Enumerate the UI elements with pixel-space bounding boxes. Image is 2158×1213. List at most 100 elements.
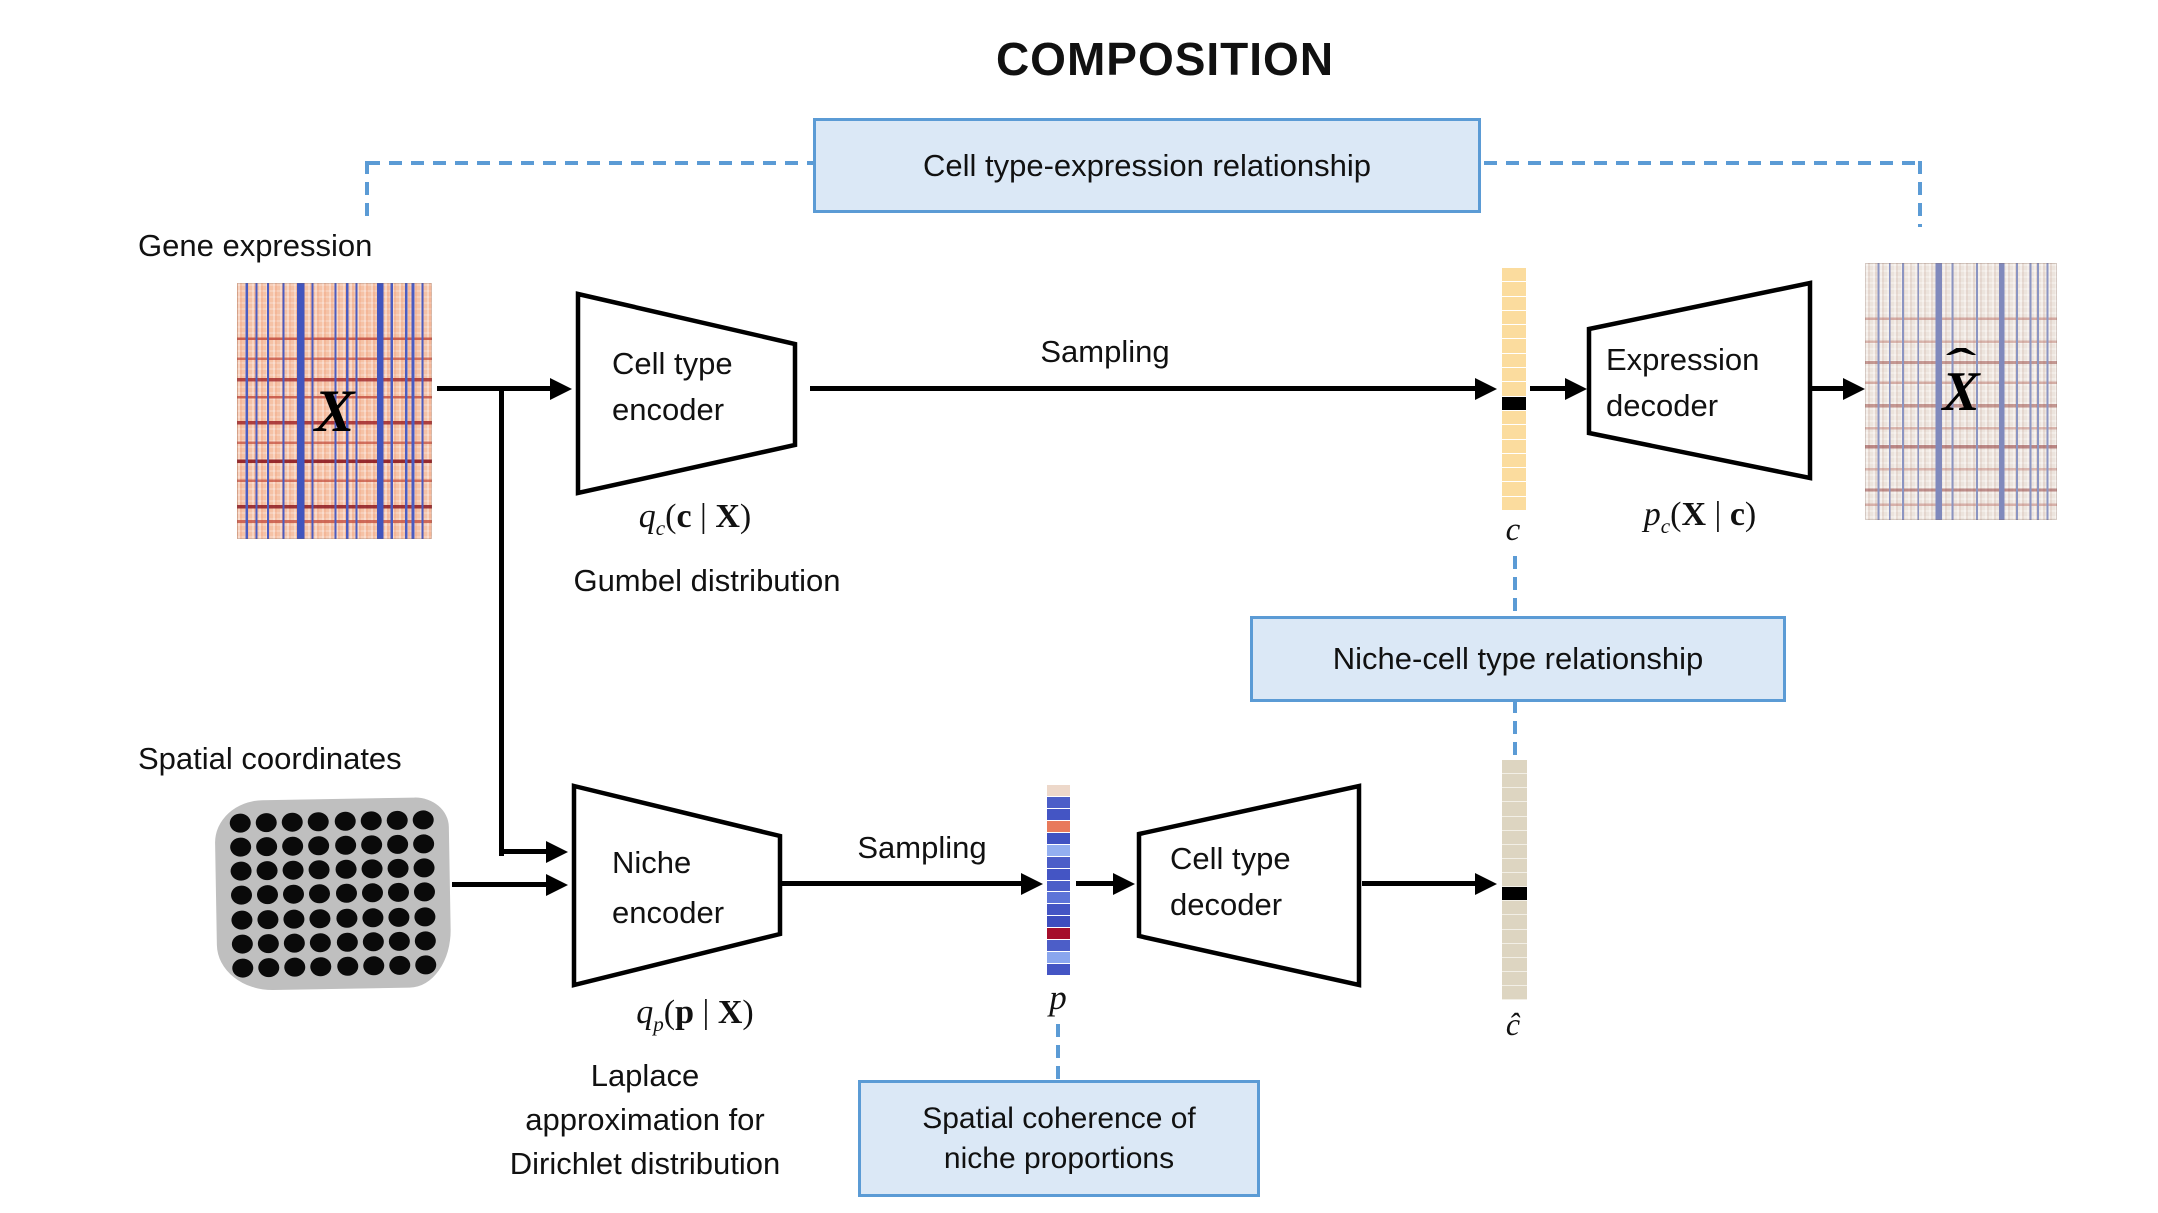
- vector-cell: [1047, 820, 1070, 832]
- vector-cell: [1502, 353, 1526, 368]
- spot-dot: [309, 884, 331, 904]
- spot-dot: [387, 883, 410, 903]
- diagram-title: COMPOSITION: [995, 33, 1335, 85]
- spot-dot: [336, 956, 359, 977]
- spot-dot: [415, 931, 437, 951]
- vector-cell: [1502, 844, 1527, 858]
- spot-dot: [413, 834, 435, 854]
- spot-dot: [388, 907, 410, 927]
- vector-cell: [1047, 880, 1070, 892]
- vector-cell: [1047, 856, 1070, 868]
- p-vector: [1047, 785, 1070, 976]
- vector-cell: [1047, 808, 1070, 820]
- laplace-approximation-label: Laplace approximation for Dirichlet dist…: [509, 1058, 781, 1181]
- spot-dot: [361, 859, 383, 879]
- spot-dot: [335, 859, 357, 880]
- vector-cell: [1502, 971, 1527, 985]
- arrow-p-to-cell-type-decoder: [1076, 881, 1114, 886]
- spot-dot: [334, 835, 356, 855]
- spot-dot: [283, 909, 305, 929]
- cell-type-encoder-label: Cell type encoder: [612, 346, 733, 427]
- spot-dot: [230, 910, 253, 930]
- spot-dot: [281, 812, 304, 832]
- spot-dot: [334, 811, 356, 831]
- vector-cell: [1047, 785, 1070, 796]
- arrow-decoder-to-xhat: [1812, 386, 1844, 391]
- vector-cell: [1502, 410, 1526, 425]
- qc-formula: qc(c | X): [638, 498, 752, 540]
- cell-type-encoder-block: [575, 291, 798, 496]
- spot-dot: [231, 958, 254, 979]
- gene-expression-heatmap: X: [237, 283, 432, 539]
- c-hat-vector: [1502, 760, 1527, 1000]
- spot-dot: [360, 810, 382, 831]
- spot-dot: [283, 933, 306, 953]
- spot-dot: [388, 931, 411, 952]
- vector-cell: [1502, 915, 1527, 929]
- vector-cell: [1502, 760, 1527, 774]
- spot-dot: [257, 958, 280, 978]
- dashed-c-to-niche-box: [1513, 556, 1517, 616]
- pc-formula: pc(X | c): [1643, 496, 1757, 538]
- vector-cell: [1502, 816, 1527, 830]
- spot-dot: [230, 885, 252, 906]
- arrow-decoder-to-chat: [1362, 881, 1476, 886]
- cell-type-decoder-label: Cell type decoder: [1170, 841, 1291, 922]
- arrow-x-to-cell-type-encoder: [437, 386, 551, 391]
- vector-cell: [1047, 844, 1070, 856]
- vector-cell: [1047, 868, 1070, 880]
- vector-cell: [1047, 904, 1070, 916]
- dashed-connector-topright-h: [1484, 161, 1922, 165]
- spot-dot: [284, 957, 306, 978]
- vector-cell: [1502, 858, 1527, 872]
- niche-cell-type-relationship-label: Niche-cell type relationship: [1332, 641, 1704, 676]
- niche-encoder-block: [571, 783, 783, 988]
- cell-type-expression-relationship-label: Cell type-expression relationship: [922, 147, 1371, 183]
- spatial-coherence-box: Spatial coherence of niche proportions: [858, 1080, 1260, 1197]
- spatial-spot-grid: [214, 796, 452, 992]
- vector-cell: [1502, 774, 1527, 788]
- vector-cell: [1502, 929, 1527, 943]
- dashed-niche-box-to-chat: [1513, 700, 1517, 756]
- vector-cell: [1502, 325, 1526, 339]
- spot-dot: [414, 882, 436, 903]
- spot-dot: [387, 834, 409, 854]
- arrow-spatial-to-niche-encoder: [452, 882, 547, 887]
- expression-decoder-block: [1586, 280, 1813, 481]
- c-vector-label: c: [1505, 512, 1521, 548]
- spot-dot: [362, 932, 384, 952]
- arrow-sampling-to-c: [810, 386, 1476, 391]
- vector-cell: [1047, 832, 1070, 844]
- spot-dot: [308, 835, 330, 856]
- spot-dot: [229, 837, 251, 857]
- vector-cell: [1047, 940, 1070, 952]
- spot-dot: [310, 957, 332, 977]
- sampling-bottom-label: Sampling: [857, 830, 987, 865]
- vector-cell: [1502, 468, 1526, 482]
- x-symbol: X: [314, 377, 355, 444]
- spot-dot: [414, 906, 436, 927]
- spot-dot: [282, 836, 304, 856]
- vector-cell: [1502, 339, 1526, 353]
- spot-dot: [309, 908, 331, 929]
- vector-cell: [1502, 986, 1527, 1000]
- gene-expression-label: Gene expression: [138, 228, 373, 263]
- spot-dot: [362, 956, 385, 976]
- arrow-c-to-expression-decoder: [1530, 386, 1566, 391]
- vector-cell: [1502, 282, 1526, 296]
- vector-cell: [1502, 802, 1527, 816]
- spot-dot: [230, 861, 252, 881]
- spot-dot: [335, 884, 357, 904]
- vector-cell: [1047, 928, 1070, 940]
- vector-cell: [1047, 916, 1070, 928]
- gumbel-distribution-label: Gumbel distribution: [573, 563, 841, 598]
- expression-decoder-label: Expression decoder: [1606, 342, 1760, 423]
- vector-cell: [1502, 439, 1526, 453]
- vector-cell: [1047, 892, 1070, 904]
- spot-dot: [387, 858, 409, 879]
- vector-cell: [1502, 382, 1526, 396]
- vector-cell: [1502, 901, 1527, 915]
- spatial-coordinates-label: Spatial coordinates: [138, 741, 402, 776]
- spot-dot: [282, 884, 305, 905]
